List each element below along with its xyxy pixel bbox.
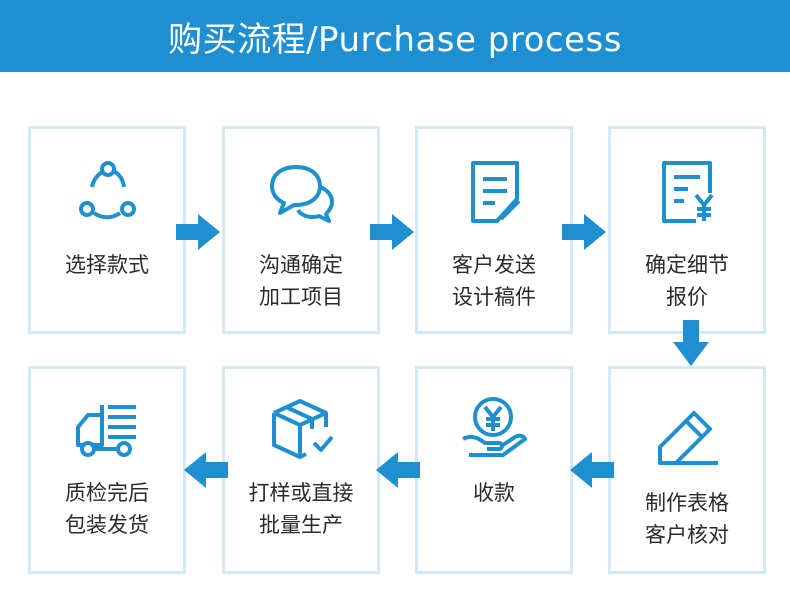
step-label-line2: 包装发货 bbox=[65, 513, 149, 537]
page-title: 购买流程/Purchase process bbox=[168, 19, 622, 60]
pencil-icon bbox=[652, 401, 722, 471]
step-label-line2: 加工项目 bbox=[259, 285, 343, 309]
step-label: 质检完后 bbox=[65, 481, 149, 505]
step-label-line2: 客户核对 bbox=[645, 523, 729, 547]
step-card-payment: 收款 bbox=[415, 366, 573, 574]
step-label: 制作表格 bbox=[645, 491, 729, 515]
step-card-select-style: 选择款式 bbox=[28, 126, 186, 334]
chat-bubbles-icon bbox=[266, 157, 336, 227]
arrow-right-3-icon bbox=[562, 212, 606, 252]
step-label-line2: 设计稿件 bbox=[452, 285, 536, 309]
document-price-icon bbox=[652, 157, 722, 227]
document-edit-icon bbox=[459, 157, 529, 227]
header-banner: 购买流程/Purchase process bbox=[0, 0, 790, 72]
step-card-make-form: 制作表格 客户核对 bbox=[608, 366, 766, 574]
step-card-communicate: 沟通确定 加工项目 bbox=[222, 126, 380, 334]
box-check-icon bbox=[266, 393, 336, 463]
step-label: 收款 bbox=[473, 481, 515, 505]
step-card-produce: 打样或直接 批量生产 bbox=[222, 366, 380, 574]
arrow-left-3-icon bbox=[184, 450, 228, 490]
step-label: 选择款式 bbox=[65, 253, 149, 277]
step-label: 客户发送 bbox=[452, 253, 536, 277]
arrow-right-1-icon bbox=[176, 212, 220, 252]
yen-coin-hand-icon bbox=[459, 393, 529, 463]
step-card-confirm-quote: 确定细节 报价 bbox=[608, 126, 766, 334]
step-label-line2: 批量生产 bbox=[259, 513, 343, 537]
share-network-icon bbox=[72, 157, 142, 227]
arrow-right-2-icon bbox=[370, 212, 414, 252]
step-label: 确定细节 bbox=[645, 253, 729, 277]
step-card-send-design: 客户发送 设计稿件 bbox=[415, 126, 573, 334]
step-label-line2: 报价 bbox=[666, 285, 708, 309]
step-card-ship: 质检完后 包装发货 bbox=[28, 366, 186, 574]
delivery-truck-icon bbox=[72, 393, 142, 463]
arrow-left-2-icon bbox=[376, 450, 420, 490]
arrow-down-icon bbox=[671, 320, 711, 366]
step-label: 沟通确定 bbox=[259, 253, 343, 277]
arrow-left-1-icon bbox=[570, 450, 614, 490]
step-label: 打样或直接 bbox=[248, 481, 354, 505]
